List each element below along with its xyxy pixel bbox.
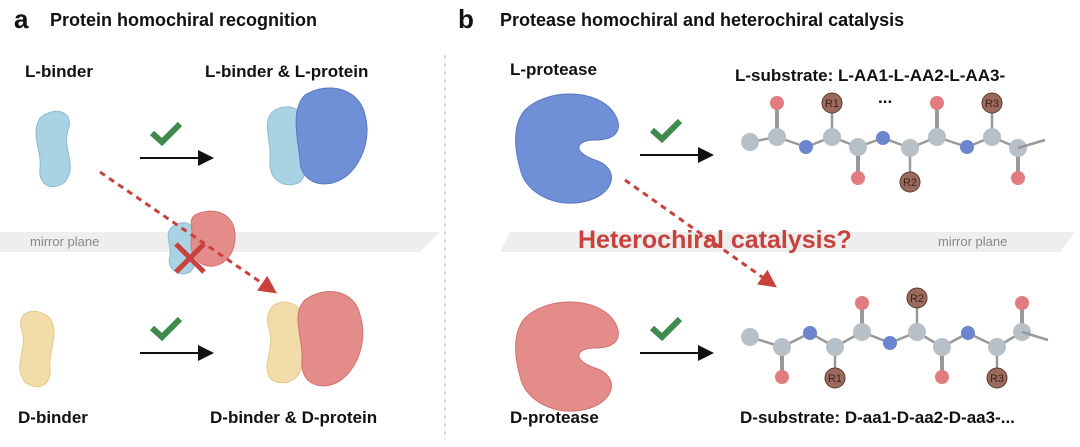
atom: [908, 323, 926, 341]
panel-a-letter: a: [14, 4, 29, 34]
atom: [770, 96, 784, 110]
atom: [983, 128, 1001, 146]
atom: [1015, 296, 1029, 310]
l-complex-protein: [295, 87, 368, 185]
panel-b-title: Protease homochiral and heterochiral cat…: [500, 10, 905, 30]
heterochiral-question: Heterochiral catalysis?: [578, 226, 852, 254]
d-binder-label: D-binder: [18, 408, 88, 427]
d-complex-label: D-binder & D-protein: [210, 408, 378, 427]
r-group-label: R3: [990, 373, 1004, 385]
d-complex-protein: [297, 291, 364, 387]
l-binder-label: L-binder: [25, 62, 93, 81]
atom: [826, 338, 844, 356]
atom: [901, 139, 919, 157]
atom: [768, 128, 786, 146]
atom: [928, 128, 946, 146]
bond: [1017, 138, 1046, 150]
d-substrate-label: D-substrate: D-aa1-D-aa2-D-aa3-...: [740, 408, 1015, 427]
atom: [849, 138, 867, 156]
mirror-plane-label-b: mirror plane: [938, 234, 1008, 249]
r-group-atom: [906, 287, 928, 309]
atom: [988, 338, 1006, 356]
r-group-atom: [899, 171, 921, 193]
atom: [883, 336, 897, 350]
r-group-atom: [981, 92, 1003, 114]
panel-b-letter: b: [458, 4, 474, 34]
atom: [823, 128, 841, 146]
r-group-label: R2: [910, 293, 924, 305]
l-protease-label: L-protease: [510, 60, 597, 79]
atom: [935, 370, 949, 384]
r-group-label: R1: [825, 98, 839, 110]
red-dashed-arrow-a: [99, 170, 277, 294]
ellipsis: ...: [878, 88, 893, 107]
atom: [930, 96, 944, 110]
atom: [741, 328, 759, 346]
r-group-label: R2: [903, 177, 917, 189]
check-icon: [149, 316, 183, 342]
r-group-label: R1: [828, 373, 842, 385]
l-complex-label: L-binder & L-protein: [205, 62, 369, 81]
atom: [851, 171, 865, 185]
mirror-plane-label-a: mirror plane: [30, 234, 100, 249]
atom: [960, 140, 974, 154]
atom: [961, 326, 975, 340]
check-icon: [149, 121, 183, 147]
red-dashed-arrow-b: [624, 178, 777, 288]
atom: [853, 323, 871, 341]
d-protease-label: D-protease: [510, 408, 599, 427]
r-group-atom: [986, 367, 1008, 389]
heterochiral-protein: [190, 210, 236, 267]
atom: [775, 370, 789, 384]
l-substrate-label: L-substrate: L-AA1-L-AA2-L-AA3-: [735, 66, 1006, 85]
atom: [876, 131, 890, 145]
r-group-atom: [824, 367, 846, 389]
d-binder-shape: [19, 310, 55, 387]
r-group-label: R3: [985, 98, 999, 110]
atom: [933, 338, 951, 356]
r-group-atom: [821, 92, 843, 114]
atom: [741, 133, 759, 151]
atom: [855, 296, 869, 310]
atom: [803, 326, 817, 340]
l-binder-shape: [35, 110, 71, 187]
atom: [799, 140, 813, 154]
check-icon: [649, 316, 683, 342]
checks-group: [140, 118, 714, 361]
panel-a-title: Protein homochiral recognition: [50, 10, 318, 30]
cross-icon: [174, 242, 206, 274]
atom: [773, 338, 791, 356]
mirror-plane-b: [500, 232, 1075, 252]
d-protease-shape: [515, 301, 619, 412]
check-icon: [649, 118, 683, 144]
l-protease-shape: [515, 93, 619, 204]
bond: [1021, 330, 1049, 342]
atom: [1011, 171, 1025, 185]
